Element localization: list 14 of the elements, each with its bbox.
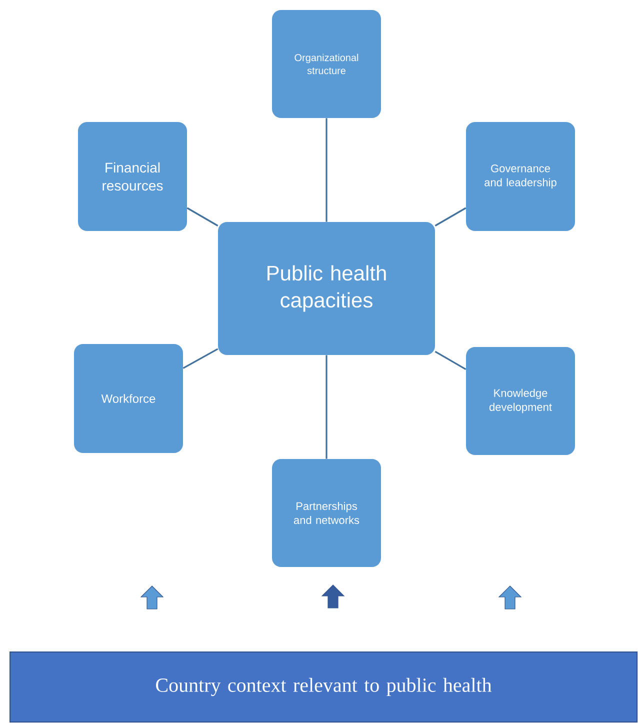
- connector-line: [434, 207, 466, 226]
- connector-line: [434, 350, 466, 370]
- capacity-box: Knowledge development: [466, 347, 575, 455]
- capacity-box: Workforce: [74, 344, 183, 453]
- connector-line: [182, 348, 218, 369]
- capacity-box: Financial resources: [78, 122, 187, 231]
- context-banner: Country context relevant to public health: [10, 652, 638, 722]
- capacity-box: Organizational structure: [272, 10, 381, 118]
- capacity-box: Partnerships and networks: [272, 459, 381, 567]
- central-box: Public health capacities: [218, 222, 435, 355]
- connector-line: [326, 355, 328, 459]
- connector-line: [326, 118, 328, 222]
- connector-line: [186, 207, 218, 226]
- capacity-box: Governance and leadership: [466, 122, 575, 231]
